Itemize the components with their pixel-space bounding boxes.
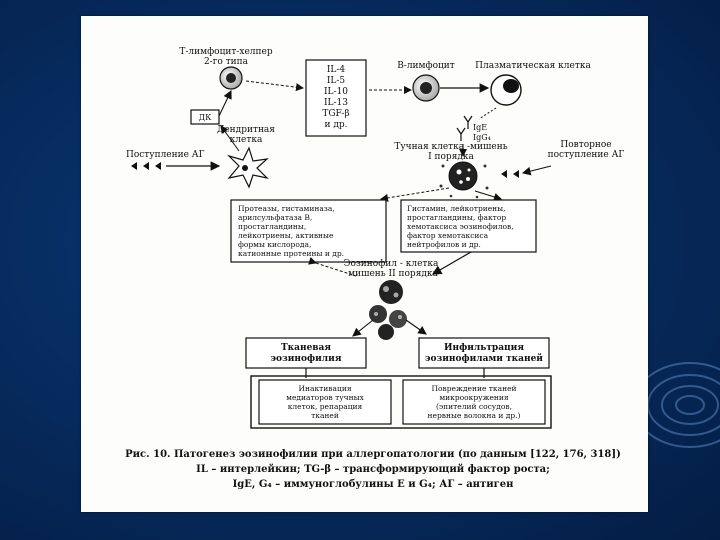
- left-box-line-6: катионные протеины и др.: [238, 249, 344, 258]
- arrow-dc-dk: [220, 125, 240, 152]
- left-box-line-4: лейкотриены, активные: [238, 231, 334, 240]
- arrow-eos-leftbox: [308, 257, 357, 277]
- infiltration-box: [418, 337, 550, 369]
- eosinophil-cell-icon: [379, 280, 403, 304]
- figure-caption-line-1: Рис. 10. Патогенез эозинофилии при аллер…: [125, 449, 621, 460]
- arrow-rightbox-eos: [431, 251, 472, 275]
- damage-line-3: (эпителий сосудов,: [436, 402, 512, 411]
- activation-line-3: клеток, репарация: [288, 402, 363, 411]
- mast-cell-icon: [448, 161, 478, 191]
- arrow-mast-leftbox: [380, 187, 450, 202]
- arrow-mast-rightbox: [474, 190, 502, 201]
- th2-label: Т-лимфоцит-хелпер: [179, 47, 272, 57]
- left-box-line-5: формы кислорода,: [238, 240, 311, 249]
- eosinophil-cluster-icon: [369, 305, 407, 340]
- damage-box: [402, 379, 546, 425]
- cytokine-other: и др.: [324, 120, 347, 130]
- figure-caption-line-2: IL – интерлейкин; TG-β – трансформирующи…: [196, 464, 550, 475]
- igg4-label: IgG₄: [473, 133, 491, 142]
- plasma-cell-label: Плазматическая клетка: [475, 61, 591, 71]
- cytokine-box: [305, 59, 367, 137]
- b-cell-nucleus-icon: [420, 82, 432, 94]
- right-box-line-3: хемотаксиса эозинофилов,: [407, 222, 514, 231]
- right-box-line-2: простагландины, фактор: [407, 213, 506, 222]
- cytokine-il13: IL-13: [324, 98, 348, 108]
- arrow-plasma-antibody: [478, 107, 497, 120]
- activation-line-1: Инактивация: [298, 384, 351, 393]
- infiltration-label: Инфильтрация: [444, 343, 524, 353]
- damage-line-4: нервные волокна и др.): [428, 411, 521, 420]
- mediators-right-box: [400, 199, 537, 253]
- left-box-line-3: простагландины,: [238, 222, 306, 231]
- arrow-dk-th2: [218, 90, 232, 117]
- damage-line-2: микроокружения: [439, 393, 509, 402]
- activation-line-4: тканей: [311, 411, 339, 420]
- cytokine-il4: IL-4: [327, 65, 346, 75]
- activation-box: [258, 379, 392, 425]
- arrow-th2-cytokines: [245, 80, 304, 92]
- arrow-eos-infiltration: [405, 319, 427, 335]
- mast-cell-label-2: I порядка: [428, 152, 474, 162]
- right-box-line-4: фактор хемотаксиса: [407, 231, 489, 240]
- right-box-line-5: нейтрофилов и др.: [407, 240, 481, 249]
- outcomes-frame: [250, 375, 552, 429]
- dendritic-cell-icon: [226, 146, 269, 189]
- left-box-line-2: арилсульфатаза В,: [238, 213, 312, 222]
- activation-line-2: медиаторов тучных: [286, 393, 364, 402]
- mediators-left-box: [230, 199, 387, 263]
- document-page: Т-лимфоцит-хелпер 2-го типа IL-4 IL-5 IL…: [81, 16, 648, 512]
- antibody-icon: [456, 115, 473, 141]
- antigen-triangles-icon: [131, 162, 161, 170]
- eosinophil-label-2: мишень II порядка: [348, 269, 438, 279]
- dendritic-label: Дендритная: [217, 125, 275, 135]
- dk-label: ДК: [199, 113, 213, 122]
- arrow-repeat-ag: [521, 165, 552, 176]
- mast-cell-label: Тучная клетка -мишень: [394, 142, 507, 152]
- dk-box: [190, 109, 220, 125]
- figure-caption-line-3: IgE, G₄ – иммуноглобулины E и G₄; АГ – а…: [233, 479, 514, 490]
- repeat-antigen-icon: [501, 170, 519, 178]
- cytokine-tgf: TGF-β: [322, 109, 349, 119]
- repeat-ag-label: Повторное: [560, 140, 611, 150]
- arrow-eos-tissue: [352, 319, 374, 337]
- pathogenesis-diagram: Т-лимфоцит-хелпер 2-го типа IL-4 IL-5 IL…: [125, 47, 625, 490]
- infiltration-label-2: эозинофилами тканей: [425, 353, 543, 364]
- ige-label: IgE: [473, 123, 487, 132]
- tissue-eos-label-2: эозинофилия: [271, 354, 342, 364]
- cytokine-il10: IL-10: [324, 87, 348, 97]
- cytokine-il5: IL-5: [327, 76, 346, 86]
- dendritic-label-2: клетка: [230, 135, 263, 145]
- tissue-eosinophilia-box: [245, 337, 367, 369]
- damage-line-1: Повреждение тканей: [431, 384, 516, 393]
- plasma-nucleus-icon: [503, 79, 519, 93]
- ag-entry-label: Поступление АГ: [126, 150, 205, 160]
- eosinophil-label: Эозинофил - клетка: [344, 259, 439, 269]
- b-cell-label: В-лимфоцит: [397, 61, 455, 71]
- tissue-eos-label: Тканевая: [281, 343, 331, 353]
- th2-label-2: 2-го типа: [204, 57, 249, 67]
- mast-granules-icon: [439, 164, 489, 199]
- th2-nucleus-icon: [226, 73, 236, 83]
- right-box-line-1: Гистамин, лейкотриены,: [407, 204, 506, 213]
- repeat-ag-label-2: поступление АГ: [548, 150, 625, 160]
- left-box-line-1: Протеазы, гистаминаза,: [238, 204, 335, 213]
